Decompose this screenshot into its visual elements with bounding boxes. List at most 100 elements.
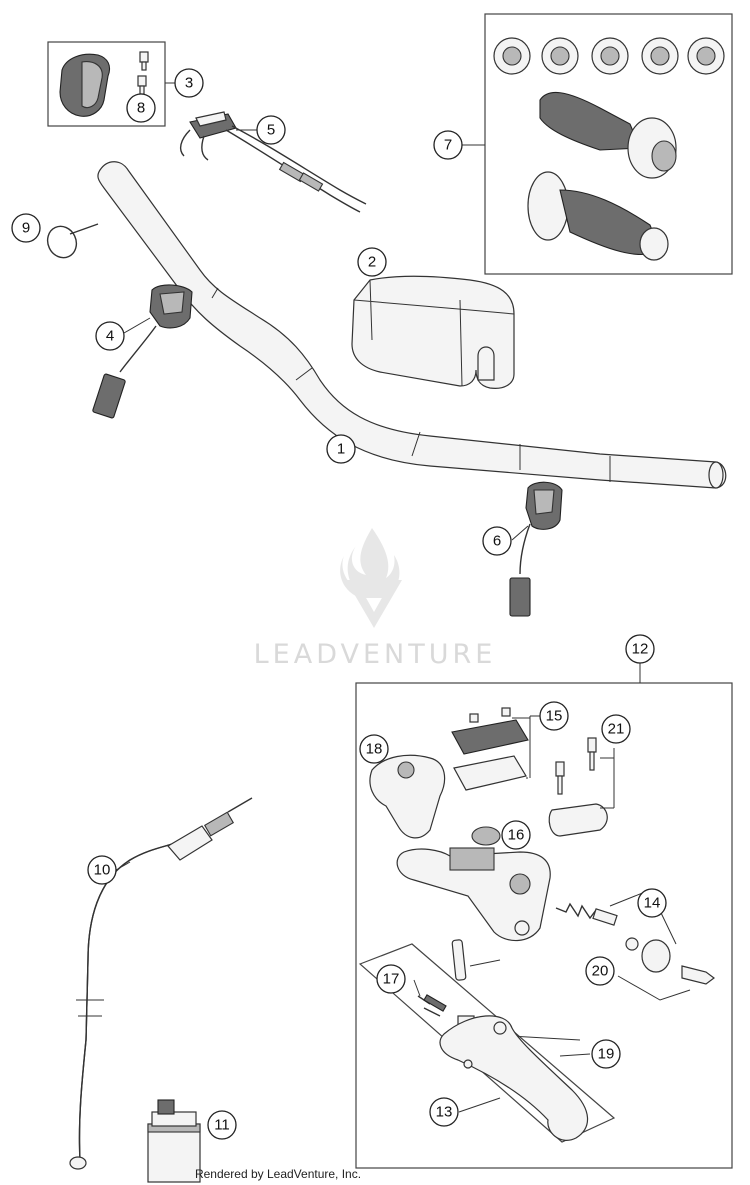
part-7-box [484,13,733,275]
svg-text:1: 1 [337,441,345,458]
watermark-text: LEADVENTURE [254,639,497,670]
cable-adjuster-b [298,172,324,192]
clamp-cover [369,754,446,839]
bolt-a [139,51,149,63]
bolt-a-shaft [141,61,147,71]
part-7-grips [462,13,733,275]
callout-15: 15 [539,701,569,731]
leader-19 [559,1053,591,1057]
svg-text:9: 9 [22,220,30,237]
callout-12: 12 [625,634,655,664]
bar-pad-edges [353,279,515,387]
piston [592,908,618,926]
leader-10 [115,861,131,871]
clutch-hose-fitting [203,811,235,837]
leader-13 [458,1097,501,1113]
bar-pad-notch [477,346,495,381]
leader-20 [617,975,691,1001]
leader-6 [511,525,529,541]
part-12-box [355,682,733,1169]
svg-text:20: 20 [592,963,609,980]
pushrod [681,965,715,985]
throttle-grip [539,91,641,151]
clutch-lever [439,1015,589,1141]
leader-15 [512,716,531,779]
callout-4: 4 [95,321,125,351]
svg-text:3: 3 [185,75,193,92]
throttle-housing-top [195,111,227,127]
left-grip-flange [527,171,569,241]
throttle-cable-b [231,125,367,205]
reservoir-gasket [453,755,527,791]
left-switch-wire [119,325,157,373]
svg-text:14: 14 [644,895,661,912]
handlebar-tube [97,161,727,489]
callout-21: 21 [601,714,631,744]
diaphragm [471,826,501,846]
clamp-bolt-a [587,737,597,753]
piston-spring [555,902,597,920]
callout-7: 7 [433,130,463,160]
svg-text:17: 17 [383,971,400,988]
mount-clamp-face [81,61,103,109]
svg-text:5: 5 [267,122,275,139]
right-switch-wire [519,523,531,575]
grip-cam-row [493,37,725,75]
cable-tie-tail [69,223,99,235]
cable-tie-loop [46,225,78,259]
watermark: LEADVENTURE [254,528,497,670]
piston-seal [625,937,639,951]
right-switch-connector [509,577,531,617]
callout-13: 13 [429,1097,459,1127]
svg-text:7: 7 [444,137,452,154]
callout-16: 16 [501,820,531,850]
part-1-handlebar [97,161,727,489]
handlebar-knurl-marks [211,287,611,482]
svg-text:12: 12 [632,641,649,658]
part-9-cable-tie [46,223,99,259]
part-6-right-switch [509,481,563,617]
part-10-clutch-line [69,797,253,1170]
switch-lead-b [201,135,209,161]
callout-8: 8 [126,93,156,123]
pivot-bolt [451,939,467,981]
callout-9: 9 [11,213,41,243]
lever-washer [463,1059,473,1069]
callout-5: 5 [256,115,286,145]
clutch-hose-end [69,1156,87,1170]
clutch-hose-banjo [227,797,253,813]
part-12-clutch-master [355,663,733,1169]
bottle-body [147,1123,201,1183]
part-5-throttle-assembly [179,111,367,213]
part-4-left-switch [92,284,193,419]
callout-14: 14 [637,888,667,918]
switch-lead-a [179,129,191,157]
clutch-hose-boot [167,825,213,861]
svg-text:15: 15 [546,708,563,725]
part-11-fluid-bottle [147,1099,201,1183]
svg-text:4: 4 [106,328,114,345]
callout-19: 19 [591,1039,621,1069]
bolt-b [137,75,147,87]
left-grip-end [639,227,669,261]
watermark-logo [340,528,402,628]
callout-11: 11 [207,1110,237,1140]
leader-17 [413,979,421,997]
bolt-b-shaft [139,85,145,95]
svg-text:21: 21 [608,721,625,738]
bottle-cap [157,1099,175,1115]
part-2-bar-pad [351,275,515,389]
svg-text:19: 19 [598,1046,615,1063]
part-3-box [47,41,166,127]
left-switch-connector [92,373,126,419]
callout-3: 3 [174,68,204,98]
master-cylinder-body [396,848,551,942]
svg-text:13: 13 [436,1104,453,1121]
handlebar-end [708,461,724,489]
svg-text:16: 16 [508,827,525,844]
cap-screw-b [501,707,511,717]
callout-18: 18 [359,734,389,764]
callout-10: 10 [87,855,117,885]
master-reservoir [449,847,495,871]
svg-text:8: 8 [137,100,145,117]
